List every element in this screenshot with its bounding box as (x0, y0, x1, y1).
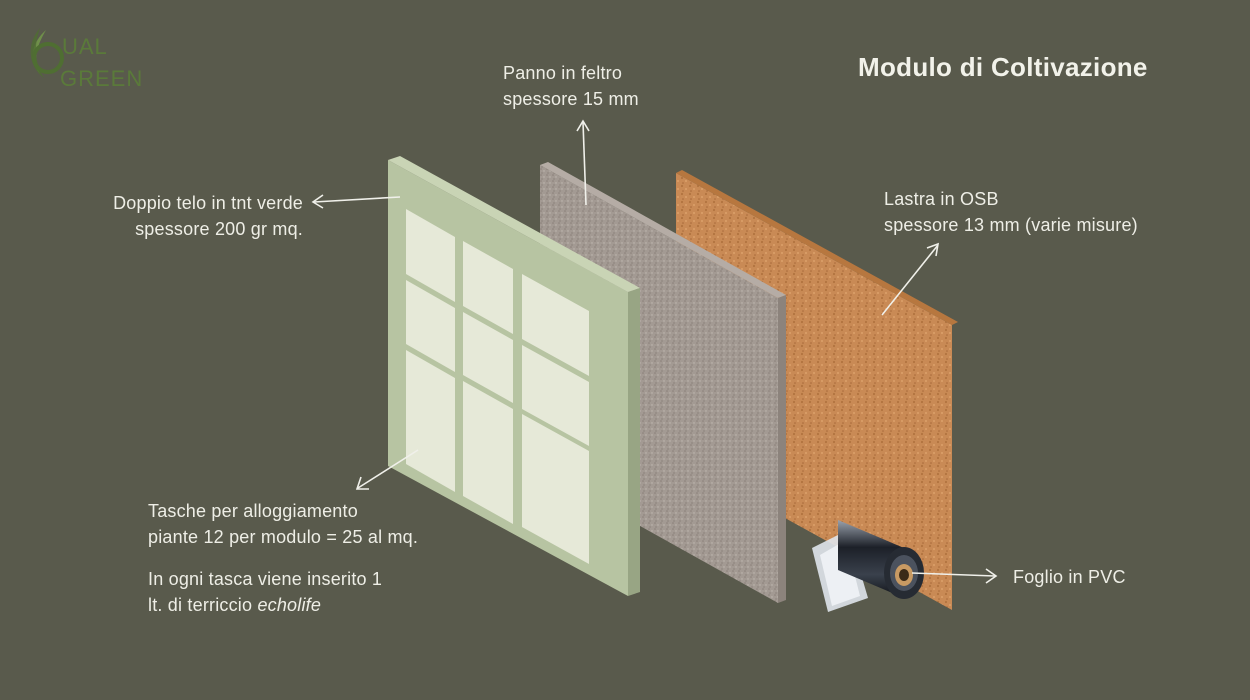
tnt-panel (388, 156, 640, 596)
osb-label-line1: Lastra in OSB (884, 189, 999, 209)
pockets-label: Tasche per alloggiamento piante 12 per m… (148, 498, 418, 550)
logo-text-line2: GREEN (60, 66, 144, 91)
pockets-label-line2: piante 12 per modulo = 25 al mq. (148, 527, 419, 547)
tnt-label-line1: Doppio telo in tnt verde (113, 193, 303, 213)
tnt-label-line2: spessore 200 gr mq. (135, 219, 303, 239)
pockets-label-line1: Tasche per alloggiamento (148, 501, 358, 521)
soil-note-line1: In ogni tasca viene inserito 1 (148, 569, 383, 589)
soil-note-line2: lt. di terriccio echolife (148, 592, 382, 618)
callout-arrows (311, 119, 998, 584)
pvc-roll (812, 520, 924, 612)
soil-brand: echolife (257, 595, 322, 615)
soil-note-prefix: lt. di terriccio (148, 595, 258, 615)
arrow-felt (576, 119, 590, 206)
pocket-grid (406, 209, 589, 564)
tnt-label: Doppio telo in tnt verde spessore 200 gr… (78, 190, 303, 242)
dual-green-logo: UAL GREEN (22, 22, 172, 102)
diagram-title: Modulo di Coltivazione (858, 52, 1148, 82)
pvc-label: Foglio in PVC (1013, 567, 1126, 587)
soil-note: In ogni tasca viene inserito 1 lt. di te… (148, 566, 382, 618)
leaf-q-icon (30, 28, 64, 78)
arrow-tnt (311, 194, 401, 209)
felt-label-line2: spessore 15 mm (503, 89, 639, 109)
arrow-pvc (911, 568, 998, 584)
osb-label-line2: spessore 13 mm (varie misure) (884, 215, 1138, 235)
osb-label: Lastra in OSB spessore 13 mm (varie misu… (884, 186, 1138, 238)
arrow-osb (881, 242, 940, 316)
logo-text-line1: UAL (62, 34, 108, 59)
felt-label-line1: Panno in feltro (503, 63, 623, 83)
felt-label: Panno in feltro spessore 15 mm (503, 60, 639, 112)
arrow-pockets (355, 449, 419, 490)
